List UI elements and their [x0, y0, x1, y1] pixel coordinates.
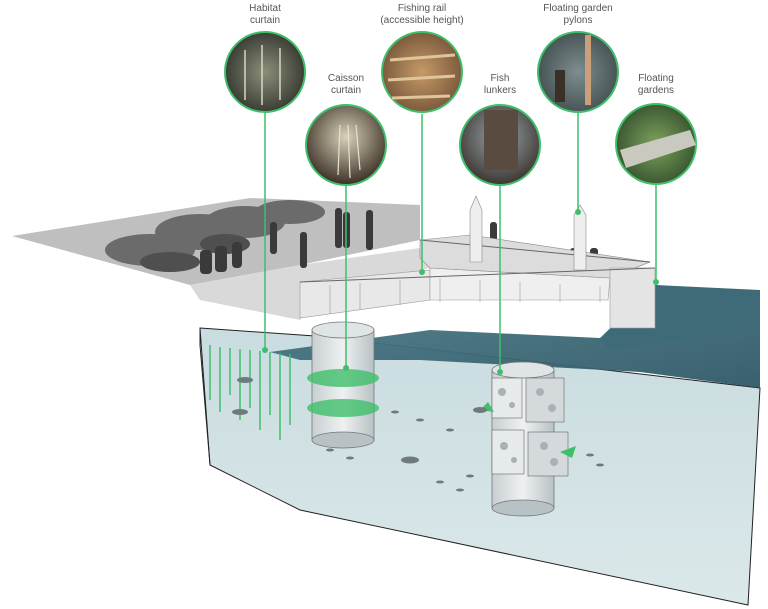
- photo-floating-garden-pylons: [537, 31, 619, 113]
- label-fishing-rail: Fishing rail(accessible height): [380, 3, 464, 26]
- callout-dots: [262, 209, 659, 375]
- photo-fishing-rail: [381, 31, 463, 113]
- pier-deck: [299, 195, 656, 329]
- underwater-outline: [199, 328, 211, 466]
- habitat-curtain-strands: [209, 345, 291, 440]
- photo-floating-gardens: [615, 103, 697, 185]
- caisson-cylinder: [307, 321, 379, 449]
- fish-school: [232, 377, 604, 492]
- lunker-cylinder: [480, 361, 576, 517]
- callout-lines: [264, 112, 657, 370]
- photo-habitat-curtain: [224, 31, 306, 113]
- photo-caisson-curtain: [305, 104, 387, 186]
- photo-fish-lunkers: [459, 104, 541, 186]
